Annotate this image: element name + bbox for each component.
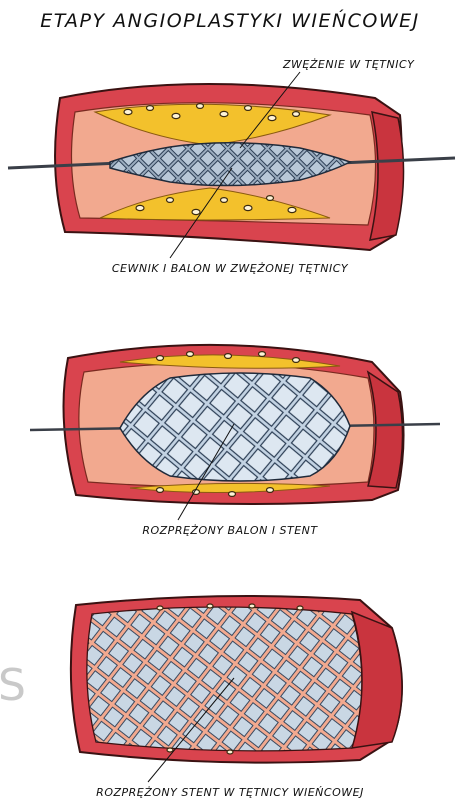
- stage1-artery: [8, 72, 455, 258]
- stage2-expanded-balloon: [120, 373, 350, 481]
- stage3-stent-mesh: [87, 607, 362, 751]
- label-expanded-balloon-stent: ROZPRĘŻONY BALON I STENT: [0, 524, 460, 537]
- stage2-artery: [30, 345, 440, 520]
- label-expanded-stent: ROZPRĘŻONY STENT W TĘTNICY WIEŃCOWEJ: [0, 786, 460, 799]
- label-narrowing: ZWĘŻENIE W TĘTNICY: [283, 58, 414, 71]
- stage3-artery: [71, 596, 402, 782]
- watermark: S: [0, 660, 26, 711]
- label-catheter-balloon: CEWNIK I BALON W ZWĘŻONEJ TĘTNICY: [0, 262, 460, 275]
